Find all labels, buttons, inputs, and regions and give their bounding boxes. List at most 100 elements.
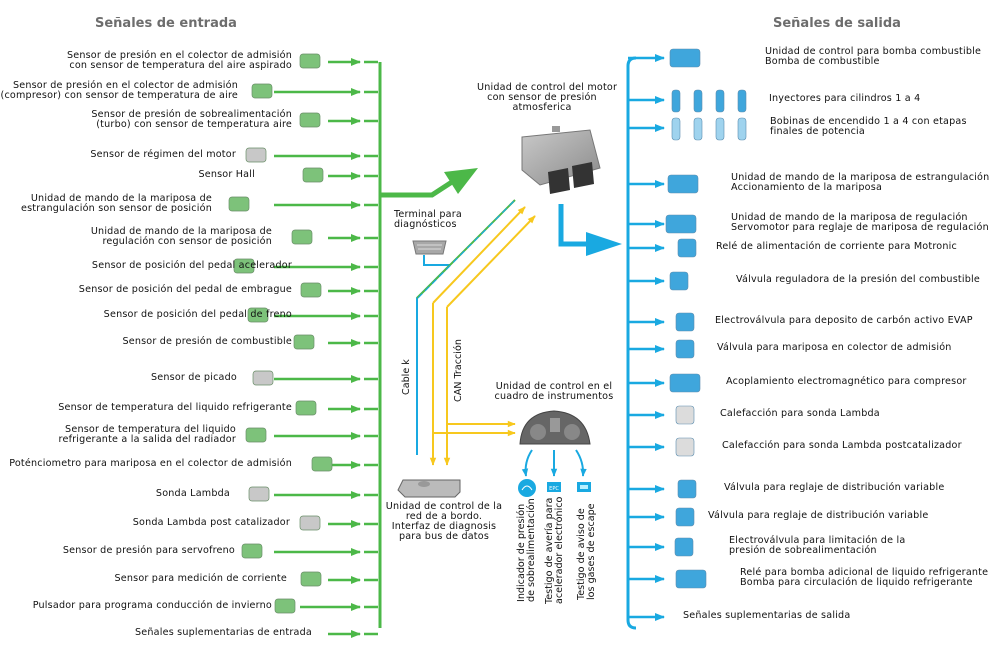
input-signal-label: Sonda Lambda post catalizador [132, 517, 290, 528]
input-signal-label: Sonda Lambda [155, 488, 230, 499]
coolant-temp-sensor-icon [295, 400, 317, 416]
camshaft-valve-icon [677, 479, 697, 499]
indicator-label-boost: Indicador de presión de sobrealimentació… [516, 498, 537, 602]
input-signal-label: Sensor de posición del pedal de freno [103, 309, 292, 320]
radiator-temp-sensor-icon [245, 427, 267, 443]
input-signal-label: Sensor de régimen del motor [90, 149, 236, 160]
intake-valve-icon [675, 339, 695, 359]
ecu-label: Unidad de control del motor con sensor d… [477, 82, 618, 113]
pressure-sensor-icon [299, 112, 321, 128]
output-signal-label: Bobinas de encendido 1 a 4 con etapas fi… [770, 116, 967, 137]
output-signal-label: Acoplamiento electromagnético para compr… [726, 376, 967, 387]
input-signal-label: Sensor de posición del pedal acelerador [91, 260, 292, 271]
gateway-label: Unidad de control de la red de a bordo. … [385, 501, 503, 542]
can-traccion-label: CAN Tracción [453, 339, 464, 402]
knock-sensor-icon [252, 370, 274, 386]
input-signal-label: Sensor de presión en el colector de admi… [0, 80, 238, 101]
input-signal-label: Pulsador para programa conducción de inv… [32, 600, 272, 611]
evap-valve-icon [675, 312, 695, 332]
throttle-regulator-icon [665, 214, 697, 234]
instrument-cluster-icon[interactable] [519, 410, 591, 445]
input-signal-label: Sensor de temperatura del liquido refrig… [58, 424, 236, 445]
outputs-title: Señales de salida [773, 16, 901, 31]
input-signal-label: Sensor de presión de sobrealimentación (… [91, 109, 292, 130]
inputs-title: Señales de entrada [95, 16, 237, 31]
ecu-to-output-arrowhead [586, 232, 622, 256]
winter-button-icon [274, 598, 296, 614]
input-signal-label: Poténciometro para mariposa en el colect… [9, 458, 292, 469]
input-signal-label: Sensor Hall [198, 169, 255, 180]
pressure-sensor-icon [299, 53, 321, 69]
diagnostic-terminal-label: Terminal para diagnósticos [394, 209, 462, 230]
output-signal-label: Unidad de mando de la mariposa de estran… [731, 172, 990, 193]
lambda-probe-icon [675, 405, 695, 425]
cluster-to-boost-indicator [521, 449, 533, 477]
output-signal-label: Señales suplementarias de salida [683, 610, 851, 621]
throttle-body-icon [667, 174, 699, 194]
output-bus-line [626, 56, 637, 630]
hall-sensor-icon [302, 167, 324, 183]
clutch-sensor-icon [300, 282, 322, 298]
output-signal-label: Relé para bomba adicional de liquido ref… [740, 567, 989, 588]
output-signal-label: Unidad de control para bomba combustible… [765, 46, 982, 67]
output-signal-label: Calefacción para sonda Lambda [720, 408, 880, 419]
output-signal-label: Válvula para mariposa en colector de adm… [717, 342, 952, 353]
input-signal-label: Sensor de temperatura del liquido refrig… [58, 402, 292, 413]
ecu-icon[interactable] [521, 126, 601, 194]
indicator-label-exhaust: Testigo de aviso de los gases de escape [576, 503, 597, 600]
input-signal-label: Unidad de mando de la mariposa de estran… [20, 193, 212, 214]
lambda-probe-icon [299, 515, 321, 531]
output-signal-label: Calefacción para sonda Lambda postcatali… [722, 440, 962, 451]
lambda-probe-icon [248, 486, 270, 502]
gateway-control-unit-icon[interactable] [397, 479, 461, 498]
instrument-cluster-label: Unidad de control en el cuadro de instru… [494, 381, 614, 402]
input-signal-label: Señales suplementarias de entrada [135, 627, 312, 638]
fuel-regulator-valve-icon [669, 271, 689, 291]
exhaust-warning-icon [577, 482, 591, 492]
input-branches [274, 58, 378, 638]
coolant-pump-icon [675, 569, 707, 589]
relay-icon [677, 238, 697, 258]
current-sensor-icon [300, 571, 322, 587]
potentiometer-icon [311, 456, 333, 472]
cable-k-label: Cable k [401, 359, 412, 395]
ignition-coils-icon [671, 117, 747, 141]
fuel-pressure-sensor-icon [293, 334, 315, 350]
diagnostic-terminal-icon[interactable] [412, 240, 447, 255]
input-signal-label: Sensor de picado [150, 372, 237, 383]
output-signal-label: Electroválvula para limitación de la pre… [729, 535, 906, 556]
output-signal-label: Unidad de mando de la mariposa de regula… [731, 212, 989, 233]
fuel-pump-icon [669, 48, 701, 68]
boost-valve-icon [674, 537, 694, 557]
engine-speed-sensor-icon [245, 147, 267, 163]
accelerator-pedal-icon [233, 258, 255, 274]
camshaft-valve-icon [675, 507, 695, 527]
cluster-to-exhaust-indicator [575, 449, 587, 477]
input-signal-label: Sensor de presión en el colector de admi… [66, 50, 292, 71]
input-signal-label: Sensor de presión para servofreno [62, 545, 235, 556]
indicator-label-epc: Testigo de avería para acelerador electr… [544, 496, 565, 604]
output-branches [628, 54, 665, 621]
input-icons [228, 53, 333, 614]
output-signal-label: Relé de alimentación de corriente para M… [716, 241, 957, 252]
output-icons [665, 48, 747, 589]
input-signal-label: Sensor de presión de combustible [122, 336, 292, 347]
input-signal-label: Sensor de posición del pedal de embrague [78, 284, 292, 295]
epc-warning-icon: EPC [547, 482, 561, 492]
brake-sensor-icon [247, 307, 269, 323]
pressure-sensor-icon [251, 83, 273, 99]
output-signal-label: Electroválvula para deposito de carbón a… [715, 315, 973, 326]
input-to-ecu-arrowhead [444, 168, 478, 194]
input-to-ecu-arrow [380, 177, 457, 198]
injectors-icon [671, 89, 747, 113]
brake-booster-sensor-icon [241, 543, 263, 559]
throttle-regulator-icon [291, 229, 313, 245]
output-signal-label: Válvula reguladora de la presión del com… [736, 274, 980, 285]
output-signal-label: Inyectores para cilindros 1 a 4 [769, 93, 921, 104]
output-signal-label: Válvula para reglaje de distribución var… [724, 482, 945, 493]
input-signal-label: Sensor para medición de corriente [114, 573, 287, 584]
svg-text:EPC: EPC [549, 486, 559, 492]
boost-gauge-icon [518, 479, 536, 497]
output-signal-label: Válvula para reglaje de distribución var… [708, 510, 929, 521]
